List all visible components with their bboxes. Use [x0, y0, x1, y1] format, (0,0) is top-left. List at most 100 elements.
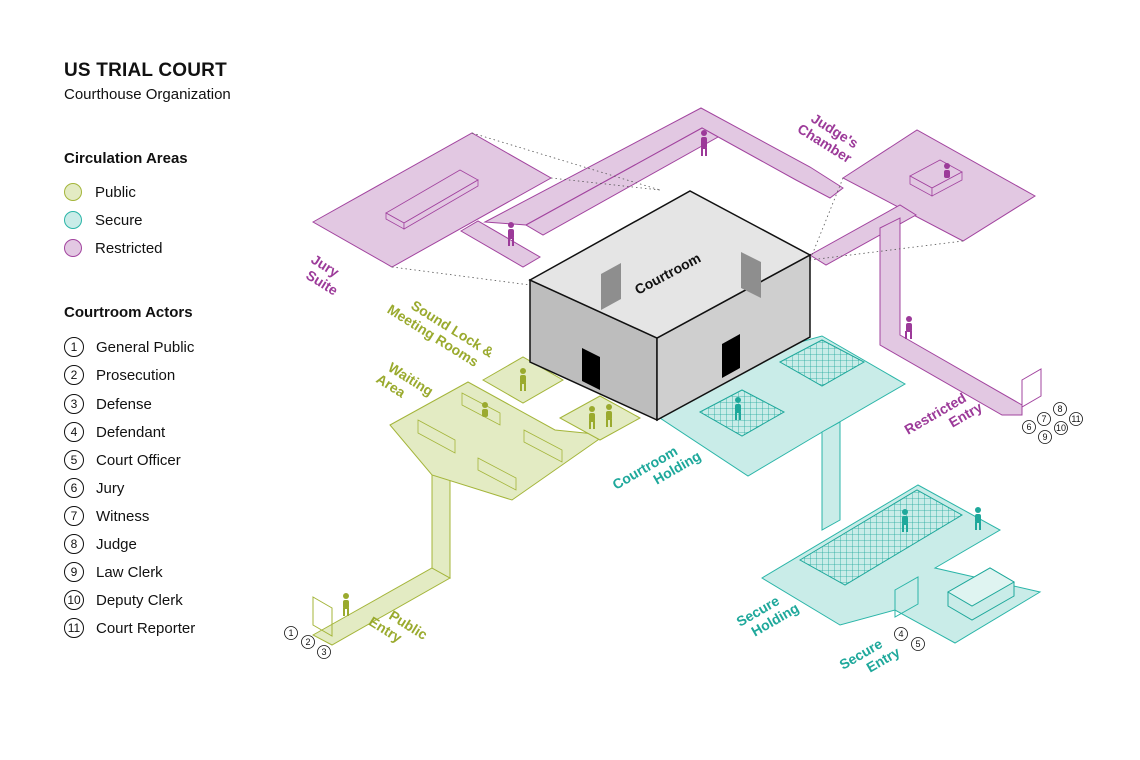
- courtroom-holding-label: CourtroomHolding: [610, 434, 704, 507]
- restricted-entry-door: [1021, 368, 1042, 408]
- person-icon: [905, 316, 912, 339]
- badge-text: 10: [1056, 423, 1066, 433]
- bench: [417, 419, 456, 454]
- legend-label: Public: [95, 183, 136, 201]
- public-entry-numbers: 1 2 3: [284, 626, 331, 659]
- restricted-figures: [508, 130, 950, 339]
- actor-number: 6: [64, 478, 84, 498]
- badge-text: 11: [1071, 414, 1080, 424]
- actor-label: Judge: [96, 535, 137, 553]
- actor-label: Deputy Clerk: [96, 591, 183, 609]
- legend-item-public: Public: [64, 181, 136, 203]
- number-badge: 7: [1037, 412, 1051, 426]
- actor-label: Witness: [96, 507, 150, 525]
- holding-cells: [698, 339, 964, 586]
- secure-swatch: [64, 211, 82, 229]
- courtroom-inner-door: [601, 263, 621, 310]
- person-icon: [589, 406, 595, 429]
- number-badge: 9: [1038, 430, 1052, 444]
- projection-lines: [391, 132, 964, 286]
- person-icon: [606, 404, 612, 427]
- person-icon: [343, 593, 349, 616]
- secure-figures: [735, 397, 981, 532]
- actor-number: 10: [64, 590, 84, 610]
- person-icon: [701, 130, 707, 156]
- chamber-connector-floor: [809, 204, 917, 266]
- circulation-areas-heading: Circulation Areas: [64, 150, 188, 167]
- legend-item-restricted: Restricted: [64, 237, 163, 259]
- courtroom-inner-door: [741, 252, 761, 298]
- restricted-entry-numbers: 6 7 8 9 10 11: [1022, 402, 1083, 444]
- number-badge: 6: [1022, 420, 1036, 434]
- sound-lock-room-2: [558, 395, 642, 441]
- person-icon: [735, 397, 741, 420]
- badge-text: 8: [1057, 404, 1062, 414]
- restricted-spine-floor: [879, 217, 1023, 416]
- bench: [477, 457, 517, 491]
- waiting-benches: [417, 392, 563, 491]
- actor-label: Court Reporter: [96, 619, 196, 637]
- courtroom-link-floor: [524, 127, 720, 236]
- courtroom-door: [582, 348, 600, 390]
- number-badge: 8: [1053, 402, 1067, 416]
- badge-text: 7: [1041, 414, 1046, 424]
- number-badge: 1: [284, 626, 298, 640]
- actor-number: 4: [64, 422, 84, 442]
- legend-label: Secure: [95, 211, 143, 229]
- legend-label: Restricted: [95, 239, 163, 257]
- person-icon: [482, 402, 488, 417]
- badge-text: 4: [898, 629, 903, 639]
- holding-cell: [698, 389, 786, 437]
- secure-entry-numbers: 4 5: [894, 627, 925, 651]
- page-title: US TRIAL COURT: [64, 60, 227, 81]
- number-badge: 10: [1054, 421, 1068, 435]
- jury-table: [385, 169, 479, 230]
- actor-label: General Public: [96, 338, 195, 356]
- actor-number: 2: [64, 365, 84, 385]
- actor-item: 10 Deputy Clerk: [64, 589, 183, 611]
- secure-entry-door: [894, 576, 919, 618]
- courtroom-box: [528, 190, 812, 422]
- holding-cell: [778, 339, 866, 387]
- badge-text: 3: [321, 647, 326, 657]
- number-badge: 4: [894, 627, 908, 641]
- person-icon: [520, 368, 526, 391]
- actor-label: Defendant: [96, 423, 166, 441]
- number-badge: 11: [1069, 412, 1083, 426]
- actor-label: Court Officer: [96, 451, 181, 469]
- person-icon: [508, 222, 514, 246]
- person-icon: [975, 507, 981, 530]
- waiting-area-floor: [389, 381, 607, 501]
- actor-label: Jury: [96, 479, 125, 497]
- public-entry-door: [312, 596, 333, 637]
- bench: [523, 429, 563, 463]
- actor-label: Defense: [96, 395, 152, 413]
- actor-number: 11: [64, 618, 84, 638]
- actor-item: 6 Jury: [64, 477, 124, 499]
- judges-chamber-label: Judge'sChamber: [795, 107, 864, 167]
- actor-number: 5: [64, 450, 84, 470]
- actor-label: Law Clerk: [96, 563, 163, 581]
- page-subtitle: Courthouse Organization: [64, 86, 231, 103]
- jury-suite-label: JurySuite: [300, 251, 350, 299]
- legend-item-secure: Secure: [64, 209, 143, 231]
- actor-item: 5 Court Officer: [64, 449, 181, 471]
- number-badge: 3: [317, 645, 331, 659]
- public-figures: [343, 368, 612, 616]
- badge-text: 2: [305, 637, 310, 647]
- courtroom-actors-heading: Courtroom Actors: [64, 304, 193, 321]
- number-badge: 2: [301, 635, 315, 649]
- courtroom-door: [722, 334, 740, 378]
- holding-pen: [798, 489, 964, 586]
- number-badge: 5: [911, 637, 925, 651]
- secure-entry-label: SecureEntry: [837, 630, 903, 687]
- sound-lock-label: Sound Lock &Meeting Rooms: [385, 287, 497, 374]
